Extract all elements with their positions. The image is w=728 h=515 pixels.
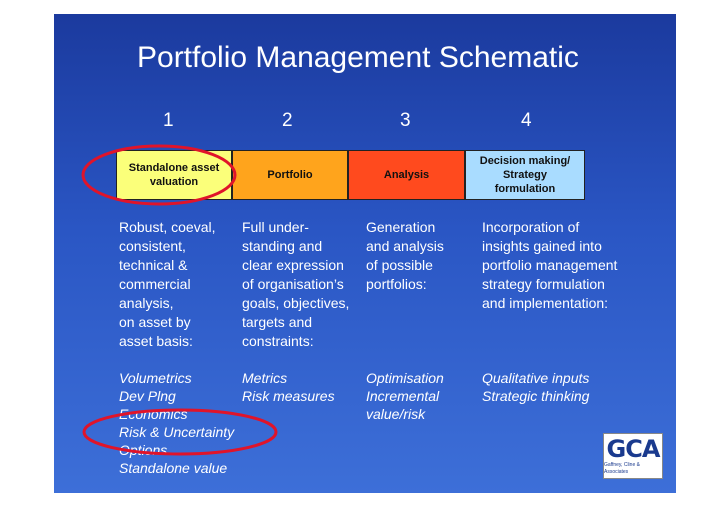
description-line: of organisation’s <box>242 276 344 292</box>
stage-label-line: Analysis <box>383 169 430 181</box>
description-line: goals, objectives, <box>242 295 350 311</box>
description-line: Incorporation of <box>482 219 580 235</box>
item-line: Strategic thinking <box>482 388 590 404</box>
description-line: Robust, coeval, <box>119 219 216 235</box>
stage-label-line: Decision making/ <box>479 155 571 167</box>
item-line: Metrics <box>242 370 288 386</box>
description-line: insights gained into <box>482 238 602 254</box>
stage-box-decision-making: Decision making/ Strategy formulation <box>465 150 585 200</box>
description-line: clear expression <box>242 257 344 273</box>
description-line: Full under- <box>242 219 309 235</box>
description-line: consistent, <box>119 238 186 254</box>
stage-label-line: Portfolio <box>267 169 313 181</box>
description-line: on asset by <box>119 314 191 330</box>
description-line: analysis, <box>119 295 174 311</box>
item-list-4: Qualitative inputs Strategic thinking <box>482 369 589 405</box>
highlight-oval-stage-1 <box>81 144 237 206</box>
description-line: and analysis <box>366 238 444 254</box>
stage-box-standalone-valuation: Standalone asset valuation <box>116 150 232 200</box>
description-line: asset basis: <box>119 333 193 349</box>
slide-title: Portfolio Management Schematic <box>137 41 579 74</box>
description-line: and implementation: <box>482 295 609 311</box>
description-line: Generation <box>366 219 436 235</box>
stage-number-1: 1 <box>163 110 174 131</box>
logo-text: GCA <box>606 435 661 463</box>
stage-number-3: 3 <box>400 110 411 131</box>
logo-subtext: Gaffney, Cline & Associates <box>604 462 640 475</box>
description-line: of possible <box>366 257 433 273</box>
item-line: Qualitative inputs <box>482 370 590 386</box>
stage-number-4: 4 <box>521 110 532 131</box>
description-line: strategy formulation <box>482 276 605 292</box>
item-list-2: Metrics Risk measures <box>242 369 335 405</box>
description-line: technical & <box>119 257 188 273</box>
item-line: Dev Plng <box>119 388 176 404</box>
description-line: targets and <box>242 314 313 330</box>
item-line: Risk & Uncertainty <box>119 424 235 440</box>
description-line: portfolios: <box>366 276 427 292</box>
description-line: standing and <box>242 238 323 254</box>
stage-box-portfolio: Portfolio <box>232 150 348 200</box>
stage-box-analysis: Analysis <box>348 150 465 200</box>
highlight-oval-risk-uncertainty <box>82 408 278 456</box>
item-line: value/risk <box>366 406 426 422</box>
item-line: Risk measures <box>242 388 335 404</box>
description-column-3: Generation and analysis of possible port… <box>366 218 444 294</box>
description-column-4: Incorporation of insights gained into po… <box>482 218 617 313</box>
item-list-1: Volumetrics Dev Plng Economics Risk & Un… <box>119 369 234 477</box>
description-line: portfolio management <box>482 257 618 273</box>
description-line: constraints: <box>242 333 314 349</box>
stage-number-2: 2 <box>282 110 293 131</box>
slide-background <box>54 14 676 493</box>
gca-logo: GCA Gaffney, Cline & Associates <box>603 433 663 479</box>
item-line: Optimisation <box>366 370 444 386</box>
description-line: commercial <box>119 276 191 292</box>
stage-label-line: formulation <box>494 183 556 195</box>
description-column-2: Full under- standing and clear expressio… <box>242 218 349 351</box>
stage-label-line: valuation <box>149 176 199 188</box>
stage-label-line: Standalone asset <box>128 162 220 174</box>
item-line: Incremental <box>366 388 440 404</box>
stage-label-line: Strategy <box>502 169 547 181</box>
description-column-1: Robust, coeval, consistent, technical & … <box>119 218 216 351</box>
item-line: Standalone value <box>119 460 228 476</box>
item-list-3: Optimisation Incremental value/risk <box>366 369 444 423</box>
item-line: Volumetrics <box>119 370 192 386</box>
